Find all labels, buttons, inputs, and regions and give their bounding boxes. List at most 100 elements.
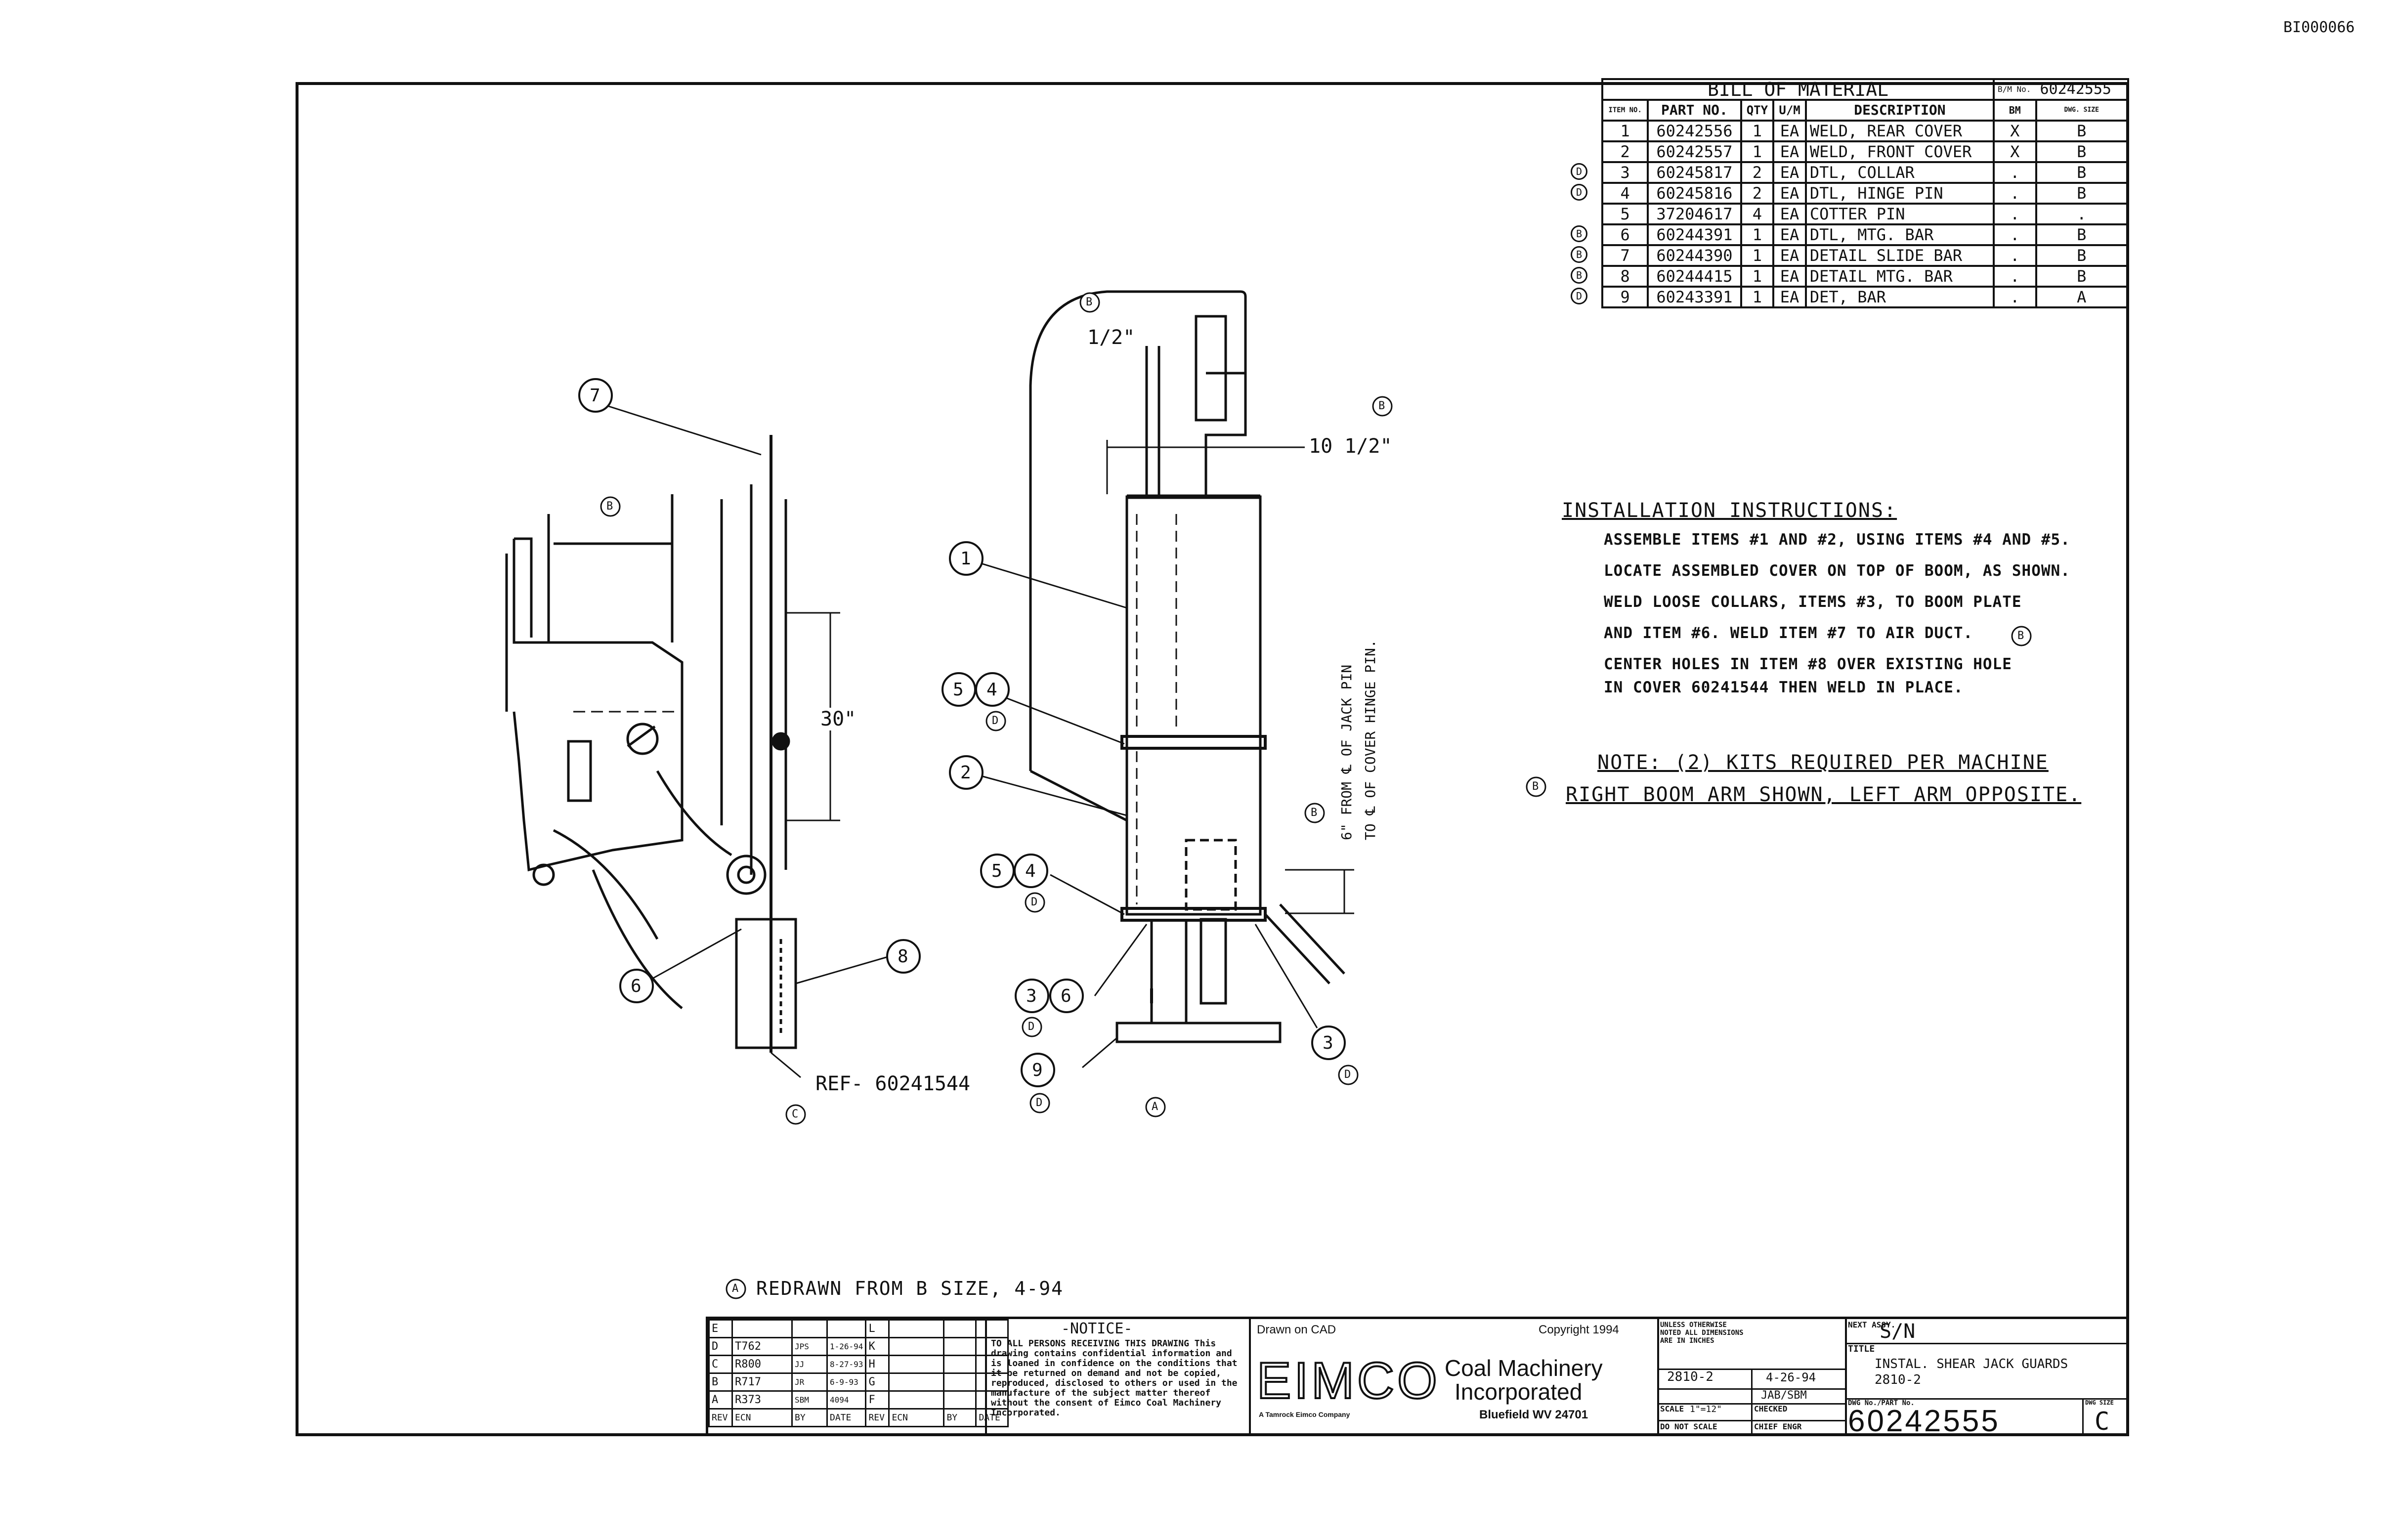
rev-marker-b-circle — [2011, 626, 2032, 646]
rev-marker-d-circle — [1022, 1017, 1042, 1037]
specs-box: UNLESS OTHERWISE NOTED ALL DIMENSIONS AR… — [1657, 1319, 1847, 1436]
copyright: Copyright 1994 — [1539, 1323, 1619, 1336]
mounting-bar-eight — [735, 918, 797, 1049]
rev-marker-d-circle — [985, 711, 1006, 731]
drawing-number: 60242555 — [1848, 1404, 2000, 1438]
revision-empty-cell — [975, 1337, 1009, 1356]
sheet-reference: BI000066 — [2283, 19, 2355, 36]
leader-8 — [795, 955, 890, 984]
drawn-by: JAB/SBM — [1761, 1389, 1807, 1402]
bom-cell-size: B — [2035, 161, 2128, 184]
boom-upper-plates — [514, 494, 674, 642]
jack-pin-slash — [627, 725, 656, 748]
revision-rev: B — [708, 1372, 733, 1392]
title-label: TITLE — [1848, 1344, 1875, 1354]
bom-cell-um: EA — [1772, 203, 1807, 225]
balloon-8-circle — [886, 939, 921, 974]
rev-marker-a: A — [1152, 1101, 1158, 1113]
revision-rev: E — [708, 1319, 733, 1338]
leader-4-upper — [1003, 696, 1125, 745]
revision-ecn: R800 — [731, 1355, 793, 1374]
revision-date: 8-27-93 — [826, 1355, 867, 1374]
rev-marker-b: B — [1532, 780, 1539, 793]
revision-rev: A — [708, 1390, 733, 1410]
balloon-6: 6 — [1061, 986, 1071, 1006]
revision-empty-cell — [943, 1390, 977, 1410]
bom-cell-part: 37204617 — [1647, 203, 1742, 225]
bom-cell-qty: 2 — [1740, 161, 1775, 184]
balloon-4: 4 — [986, 680, 997, 700]
bom-cell-um: EA — [1772, 286, 1807, 308]
next-assembly: S/N — [1880, 1320, 1916, 1343]
drawing-number-label: DWG No./PART No. — [1848, 1399, 1915, 1407]
slot-bar — [1195, 315, 1227, 422]
pivot-inner — [737, 865, 756, 884]
bom-header-bm: BM — [1992, 99, 2037, 122]
bom-cell-size: A — [2035, 286, 2128, 308]
bom-cell-size: B — [2035, 223, 2128, 246]
revision-empty-cell — [943, 1372, 977, 1392]
bom-cell-size: B — [2035, 244, 2128, 267]
revision-date: 4094 — [826, 1390, 867, 1410]
bom-revision-marker: D — [1571, 288, 1587, 304]
balloon-2-circle — [949, 755, 984, 790]
revision-rev-right: F — [865, 1390, 890, 1410]
bom-cell-desc: DETAIL SLIDE BAR — [1804, 244, 1995, 267]
drawing-subtitle: 2810-2 — [1875, 1372, 1921, 1387]
bom-cell-bm: . — [1992, 286, 2037, 308]
rev-marker-d: D — [1344, 1069, 1351, 1081]
bom-cell-item: 9 — [1601, 286, 1649, 308]
balloon-3-circle — [1311, 1026, 1346, 1060]
instruction-line: AND ITEM #6. WELD ITEM #7 TO AIR DUCT. — [1604, 624, 1973, 642]
revision-date — [826, 1319, 867, 1338]
bom-title-row: BILL OF MATERIAL B/M No. 60242555 — [1601, 78, 2130, 101]
balloon-4-circle — [1014, 854, 1048, 888]
revision-empty-cell — [975, 1319, 1009, 1338]
bom-header-description: DESCRIPTION — [1804, 99, 1995, 122]
bom-cell-desc: DTL, HINGE PIN — [1804, 182, 1995, 205]
cover-outline — [1029, 290, 1247, 771]
bom-cell-desc: DETAIL MTG. BAR — [1804, 265, 1995, 288]
revision-header-row: REV ECN BY DATE REV ECN BY DATE — [708, 1408, 1009, 1427]
guard-tube — [1125, 495, 1262, 916]
bom-revision-marker: B — [1571, 267, 1587, 284]
bom-cell-qty: 1 — [1740, 223, 1775, 246]
revision-by: JPS — [791, 1337, 828, 1356]
instruction-line: LOCATE ASSEMBLED COVER ON TOP OF BOOM, A… — [1604, 562, 2070, 580]
eimco-logo: EIMCO — [1256, 1352, 1440, 1410]
bom-cell-size: . — [2035, 203, 2128, 225]
rev-marker-b-circle — [1304, 803, 1325, 823]
rev-col-header: REV — [865, 1408, 890, 1427]
bom-cell-um: EA — [1772, 120, 1807, 142]
company-box: Drawn on CAD Copyright 1994 EIMCO Coal M… — [1247, 1319, 1659, 1436]
bom-cell-qty: 4 — [1740, 203, 1775, 225]
boom-bolt — [532, 863, 555, 886]
revision-by — [791, 1319, 828, 1338]
boom-detail — [567, 740, 592, 802]
bom-cell-item: 5 — [1601, 203, 1649, 225]
drawing-size: C — [2095, 1407, 2110, 1436]
rev-marker-d: D — [1028, 1021, 1035, 1033]
rev-marker-b: B — [1086, 296, 1093, 308]
revision-rev-right: L — [865, 1319, 890, 1338]
balloon-1-circle — [949, 541, 984, 576]
bom-cell-bm: . — [1992, 265, 2037, 288]
balloon-6-circle — [619, 969, 654, 1003]
ecn-col-header: ECN — [731, 1408, 793, 1427]
jack-pin — [626, 723, 659, 755]
bom-cell-size: B — [2035, 265, 2128, 288]
balloon-5: 5 — [953, 680, 964, 700]
balloon-9-circle — [1021, 1053, 1055, 1087]
leader-4-lower — [1050, 874, 1125, 915]
rev-marker-d: D — [1036, 1097, 1043, 1109]
leader-3 — [1254, 924, 1318, 1028]
reference-label: REF- 60241544 — [815, 1072, 971, 1095]
balloon-5: 5 — [991, 861, 1002, 881]
